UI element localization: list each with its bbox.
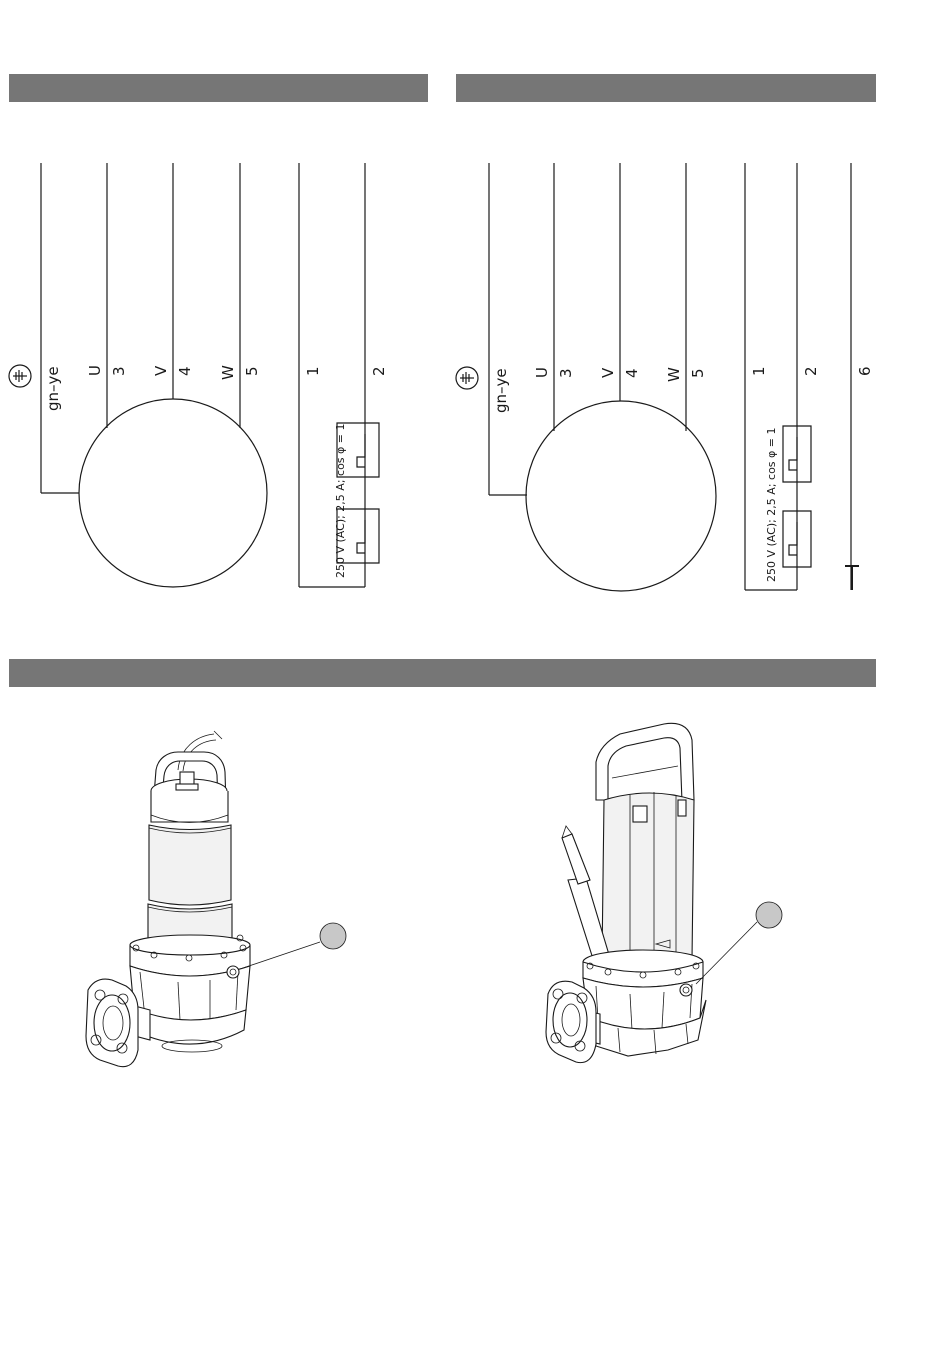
contact-number-2: 2 <box>802 366 820 376</box>
motor-housing <box>602 793 694 960</box>
phase-w-number: 5 <box>243 366 261 376</box>
phase-w-number: 5 <box>689 368 707 378</box>
motor-window <box>633 806 647 822</box>
phase-v-number: 4 <box>623 368 641 378</box>
callout-leader <box>243 942 320 968</box>
callout-marker <box>320 923 346 949</box>
earth-icon <box>9 365 31 387</box>
phase-u-letter: U <box>86 365 104 376</box>
callout-marker <box>756 902 782 928</box>
contact-rating: 250 V (AC); 2,5 A; cos φ = 1 <box>334 424 347 579</box>
contact-rating: 250 V (AC); 2,5 A; cos φ = 1 <box>765 428 778 583</box>
motor-housing <box>149 825 231 905</box>
wiring-diagram-right: gn–ye U 3 V 4 W 5 1 2 6 250 V (AC); 2,5 … <box>456 163 874 591</box>
phase-u-number: 3 <box>557 368 575 378</box>
callout-leader <box>696 922 757 984</box>
earth-icon <box>456 367 478 389</box>
phase-w-letter: W <box>665 367 683 382</box>
wiring-diagram-left: gn–ye U 3 V 4 W 5 1 2 250 V (AC); 2,5 A;… <box>9 163 388 587</box>
earth-label: gn–ye <box>44 366 62 411</box>
wire-6-number: 6 <box>856 366 874 376</box>
pump-illustration-left <box>86 731 346 1067</box>
earth-label: gn–ye <box>492 368 510 413</box>
contact-number-2: 2 <box>370 366 388 376</box>
phase-v-letter: V <box>152 365 170 376</box>
seal-chamber-plug <box>227 966 239 978</box>
contact-number-1: 1 <box>750 366 768 376</box>
phase-u-letter: U <box>533 367 551 378</box>
phase-v-letter: V <box>599 367 617 378</box>
pump-illustration-right <box>546 723 782 1062</box>
seal-chamber-plug <box>680 984 692 996</box>
contact-number-1: 1 <box>304 366 322 376</box>
phase-u-number: 3 <box>110 366 128 376</box>
handle <box>596 723 694 802</box>
phase-v-number: 4 <box>176 366 194 376</box>
cable <box>562 834 590 884</box>
phase-w-letter: W <box>219 365 237 380</box>
